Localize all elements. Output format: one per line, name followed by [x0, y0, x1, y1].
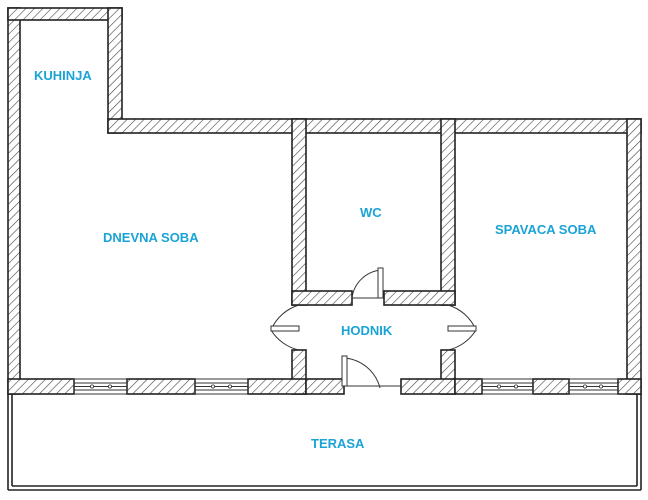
wall-south-seg-3	[247, 378, 307, 395]
wall-south-seg-2	[126, 378, 196, 395]
door-dnevna	[270, 304, 300, 351]
wall-top	[107, 118, 642, 134]
room-label-wc: WC	[360, 205, 382, 220]
wall-wc-right	[440, 118, 456, 306]
room-label-terasa: TERASA	[311, 436, 365, 451]
wall-south-seg-4	[305, 378, 345, 395]
door-spavaca	[447, 304, 477, 351]
wall-kitchen-top	[7, 7, 123, 21]
room-label-kuhinja: KUHINJA	[34, 68, 92, 83]
wall-kitchen-right	[107, 7, 123, 134]
wall-south-seg-8	[617, 378, 642, 395]
south-wall	[7, 378, 642, 395]
window-dnevna-2	[194, 378, 249, 395]
window-dnevna-1	[73, 378, 128, 395]
wall-wc-bottom-left	[291, 290, 353, 306]
terrace	[7, 394, 642, 491]
doors	[270, 267, 477, 389]
wall-south-seg-6	[454, 378, 483, 395]
room-label-hodnik: HODNIK	[341, 323, 393, 338]
door-terasa	[341, 355, 401, 389]
outer-walls	[7, 7, 642, 395]
room-label-spavaca-soba: SPAVACA SOBA	[495, 222, 597, 237]
wall-south-seg-7	[532, 378, 570, 395]
window-spavaca-1	[481, 378, 534, 395]
wall-south-seg-1	[7, 378, 75, 395]
door-wc	[351, 267, 384, 299]
wall-wc-left	[291, 118, 307, 306]
wall-south-seg-5	[400, 378, 456, 395]
interior-walls	[291, 118, 456, 395]
wall-right	[626, 118, 642, 395]
wall-wc-bottom-right	[383, 290, 456, 306]
window-spavaca-2	[568, 378, 619, 395]
wall-left	[7, 7, 21, 395]
room-label-dnevna-soba: DNEVNA SOBA	[103, 230, 199, 245]
